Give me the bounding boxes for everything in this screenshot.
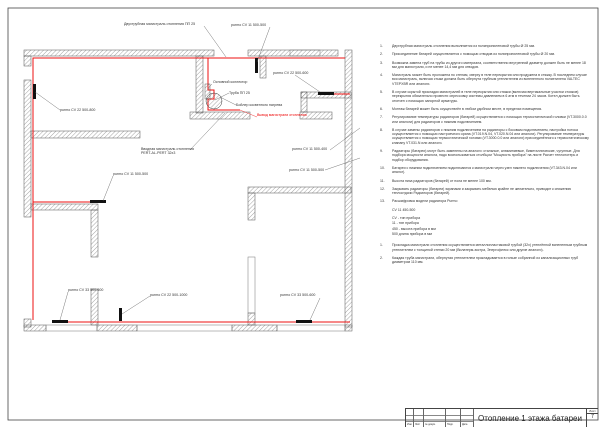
radiator-bottom-right	[296, 320, 312, 323]
note-number: 11.	[380, 178, 385, 183]
note-text: Радиаторы (батареи) могут быть заменены …	[392, 149, 580, 162]
sheet-value: 7	[587, 413, 598, 420]
label-boiler: Бойлер косвенного нагрева	[236, 103, 283, 107]
tb-col: Подп.	[446, 409, 461, 427]
tb-col: Лист	[414, 409, 424, 427]
note-number: 4.	[380, 73, 383, 78]
note-text: Возможна замена труб на трубы из другого…	[392, 60, 586, 69]
note-item: 4. Магистраль может быть проложена по сте…	[380, 73, 590, 86]
note-text: Закрывать радиаторы (батареи) экранами и…	[392, 186, 572, 196]
note-number: 2.	[380, 255, 383, 260]
sheet-label: Лист	[589, 409, 596, 413]
boiler	[205, 92, 223, 110]
sheet-frame	[7, 7, 599, 421]
decode-line: CV 11 450-500	[392, 207, 416, 212]
label-main-line: Двухтрубная магистраль отопления ПП 25	[124, 22, 196, 26]
note-item: 2. Каждая труба магистрали, обернутая уте…	[380, 256, 590, 265]
note-item: 10. Батареи с нижним подключением подключ…	[380, 166, 590, 175]
note-item: 3. Возможна замена труб на трубы из друго…	[380, 61, 590, 70]
label-inlet: Вводная магистраль отопления PERT-AL-PER…	[141, 147, 194, 155]
note-text: Присоединение батарей осуществляется с п…	[392, 52, 555, 57]
notes-list: 1. Двухтрубная магистраль отопления выпол…	[380, 44, 590, 204]
note-item: 9. Радиаторы (батареи) могут быть заменен…	[380, 149, 590, 162]
note-text: Двухтрубная магистраль отопления выполня…	[392, 44, 536, 48]
note-item: 5. В случае скрытой прокладки магистралей…	[380, 90, 590, 103]
note-item: 11. Высота низа радиаторов (батарей) от п…	[380, 179, 590, 183]
radiator-right-top	[318, 92, 334, 95]
note-number: 6.	[380, 106, 383, 111]
notes-block: 1. Двухтрубная магистраль отопления выпол…	[380, 44, 590, 268]
label-radiator-top: purmo CV 11 500-500	[231, 23, 267, 27]
label-pipe: Труба ПП 25	[229, 91, 250, 95]
note-item: 2. Присоединение батарей осуществляется с…	[380, 52, 590, 56]
label-radiator-right-top: purmo CV 22 500-600	[273, 71, 309, 75]
label-radiator-left-mid: purmo CV 11 500-500	[113, 172, 149, 176]
note-number: 8.	[380, 127, 383, 132]
note-number: 1.	[380, 44, 383, 48]
tb-col: Изм.	[406, 409, 414, 427]
note-number: 12.	[380, 186, 385, 191]
note-number: 3.	[380, 60, 383, 65]
tb-col: Дата	[461, 409, 474, 427]
title-block: Изм. Лист № докум. Подп. Дата Отопление …	[405, 408, 598, 427]
radiator-left	[33, 84, 36, 99]
note-number: 13.	[380, 199, 385, 204]
note-text: Батареи с нижним подключением подключают…	[392, 165, 577, 175]
note-item: 12. Закрывать радиаторы (батареи) экранам…	[380, 187, 590, 196]
label-radiator-left: purmo CV 22 500-800	[60, 108, 96, 112]
note-number: 7.	[380, 115, 383, 120]
note-item: 1. Прокладка магистрали отопления осущест…	[380, 243, 590, 252]
notes-list-2: 1. Прокладка магистрали отопления осущест…	[380, 243, 590, 264]
note-item: 8. В случае замены радиаторов с нижним по…	[380, 128, 590, 145]
window-openings	[45, 49, 346, 332]
label-radiator-bottom-right: purmo CV 33 500-600	[280, 293, 316, 297]
note-item: 6. Монтаж батарей может быть осуществлён …	[380, 107, 590, 111]
radiator-bottom-left	[52, 320, 68, 323]
label-outlet: Вывод магистрали отопления	[257, 113, 307, 117]
note-number: 9.	[380, 149, 383, 154]
note-text: Монтаж батарей может быть осуществлён в …	[392, 106, 543, 111]
radiators	[33, 58, 334, 323]
note-text: Расшифровка модели радиатора Purmo	[392, 199, 458, 204]
decode-line: 500 длина прибора в мм	[392, 231, 432, 236]
radiator-left-mid	[90, 200, 106, 203]
decode-line: 450 - высота прибора в мм	[392, 226, 436, 231]
note-text: В случае замены радиаторов с нижним подк…	[392, 127, 589, 145]
decode-line: CV - тип прибора	[392, 216, 421, 221]
radiator-bottom-mid	[119, 308, 122, 321]
label-radiator-bottom-left: purmo CV 33 500-600	[68, 288, 104, 292]
radiator-top	[255, 58, 258, 73]
note-number: 5.	[380, 90, 383, 95]
sheet-number: Лист 7	[587, 409, 598, 427]
leader-lines	[34, 25, 361, 321]
note-item: 7. Регулирование температуры радиаторов (…	[380, 115, 590, 124]
note-text: Высота низа радиаторов (батарей) от пола…	[392, 178, 492, 183]
note-text: Магистраль может быть проложена по стена…	[392, 73, 587, 86]
note-item: 1. Двухтрубная магистраль отопления выпол…	[380, 44, 590, 48]
note-text: Каждая труба магистрали, обернутая утепл…	[392, 255, 579, 265]
note-text: В случае скрытой прокладки магистралей в…	[392, 90, 580, 103]
tb-col: № докум.	[424, 409, 446, 427]
note-number: 1.	[380, 243, 383, 248]
note-number: 2.	[380, 52, 383, 57]
label-radiator-bottom-mid: purmo CV 22 500-1000	[150, 293, 188, 297]
decode-line: 11 - тип прибора	[392, 221, 419, 226]
note-number: 10.	[380, 165, 385, 170]
note-item: 13. Расшифровка модели радиатора Purmo	[380, 199, 590, 203]
label-radiator-right-mid: purmo CV 11 500-400	[292, 147, 328, 151]
label-radiator-right-mid2: purmo CV 11 500-500	[289, 168, 325, 172]
label-collector: Основной коллектор	[213, 80, 248, 84]
note-text: Регулирование температуры радиаторов (ба…	[392, 115, 587, 124]
drawing-title: Отопление 1 этажа батареи	[474, 409, 587, 427]
note-text: Прокладка магистрали отопления осуществл…	[392, 243, 588, 252]
